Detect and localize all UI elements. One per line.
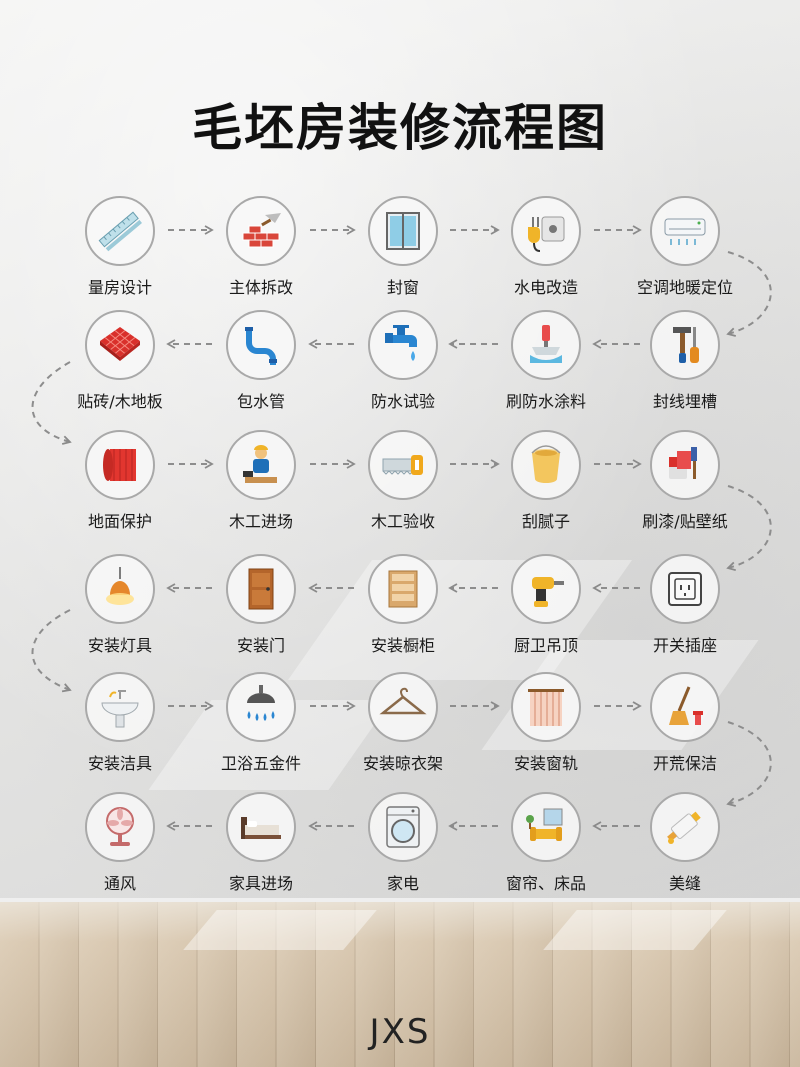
cabinet-icon — [388, 570, 418, 608]
step-label: 木工进场 — [228, 512, 293, 531]
skirting-line — [0, 898, 800, 902]
step-water-test: 防水试验 — [333, 310, 473, 412]
step-label: 地面保护 — [87, 512, 152, 531]
pendant-lamp-icon — [106, 567, 134, 605]
step-cabinet: 安装橱柜 — [333, 554, 473, 656]
step-label: 家电 — [386, 874, 419, 893]
step-measure-design: 量房设计 — [50, 196, 190, 298]
curtain-icon — [528, 689, 564, 726]
floor-roll-icon — [103, 449, 136, 481]
window-icon — [386, 212, 420, 250]
step-label: 刷防水涂料 — [505, 392, 586, 411]
step-plumbing-electric: 水电改造 — [476, 196, 616, 298]
step-pipe-wrap: 包水管 — [191, 310, 331, 412]
step-curtain-bedding: 窗帘、床品 — [476, 792, 616, 894]
washing-machine-icon — [386, 806, 420, 848]
water-pipe-icon — [245, 327, 277, 365]
step-appliances: 家电 — [333, 792, 473, 894]
faucet-icon — [385, 325, 417, 361]
step-ac-heating: 空调地暖定位 — [615, 196, 755, 298]
arrow-curve-left — [31, 609, 72, 693]
carpenter-icon — [243, 445, 277, 483]
step-ventilation: 通风 — [50, 792, 190, 894]
brand-logo: JXS — [369, 1012, 431, 1052]
step-label: 卫浴五金件 — [220, 754, 301, 773]
step-label: 水电改造 — [513, 278, 578, 297]
step-wire-groove: 封线埋槽 — [615, 310, 755, 412]
step-door: 安装门 — [191, 554, 331, 656]
step-label: 量房设计 — [87, 278, 152, 297]
step-label: 安装洁具 — [87, 754, 152, 773]
step-label: 安装灯具 — [87, 636, 152, 655]
step-paint-wallpaper: 刷漆/贴壁纸 — [615, 430, 755, 532]
step-label: 厨卫吊顶 — [513, 636, 578, 655]
step-label: 空调地暖定位 — [636, 278, 733, 297]
step-label: 窗帘、床品 — [505, 874, 586, 893]
step-lighting: 安装灯具 — [50, 554, 190, 656]
broom-icon — [669, 686, 703, 725]
bed-icon — [241, 817, 281, 839]
step-floor-protect: 地面保护 — [50, 430, 190, 532]
step-label: 主体拆改 — [228, 278, 293, 297]
bricks-trowel-icon — [242, 213, 281, 248]
power-plug-icon — [528, 216, 565, 252]
wooden-floor — [0, 900, 800, 1067]
step-demolition: 主体拆改 — [191, 196, 331, 298]
step-label: 木工验收 — [370, 512, 435, 531]
step-carpentry-start: 木工进场 — [191, 430, 331, 532]
putty-bucket-icon — [531, 445, 561, 483]
step-label: 防水试验 — [370, 392, 435, 411]
step-furniture: 家具进场 — [191, 792, 331, 894]
flow-connectors — [31, 225, 772, 831]
step-switch-socket: 开关插座 — [615, 554, 755, 656]
step-label: 安装橱柜 — [370, 636, 435, 655]
electric-fan-icon — [106, 807, 134, 846]
step-label: 刷漆/贴壁纸 — [642, 512, 728, 531]
step-curtain-rail: 安装窗轨 — [476, 672, 616, 774]
step-grout: 美缝 — [615, 792, 755, 894]
step-label: 封线埋槽 — [652, 392, 717, 411]
sofa-room-icon — [526, 808, 563, 841]
sink-icon — [101, 690, 139, 728]
step-label: 安装窗轨 — [513, 754, 578, 773]
step-bath-hardware: 卫浴五金件 — [191, 672, 331, 774]
step-clothes-rack: 安装晾衣架 — [333, 672, 473, 774]
step-putty: 刮腻子 — [476, 430, 616, 532]
arrow-curve-left — [31, 361, 72, 445]
step-label: 封窗 — [386, 278, 419, 297]
shower-head-icon — [247, 685, 275, 721]
tiles-icon — [100, 327, 140, 361]
air-conditioner-icon — [664, 218, 706, 245]
socket-icon — [668, 572, 702, 606]
ruler-icon — [98, 211, 142, 252]
paint-scraper-icon — [530, 325, 562, 363]
step-carpentry-check: 木工验收 — [333, 430, 473, 532]
step-label: 包水管 — [236, 392, 285, 411]
step-label: 开关插座 — [652, 636, 717, 655]
drill-icon — [532, 577, 564, 607]
paint-roller-icon — [669, 447, 697, 479]
step-sanitary: 安装洁具 — [50, 672, 190, 774]
saw-icon — [382, 455, 423, 475]
glue-tube-icon — [667, 811, 701, 844]
hammer-screwdriver-icon — [673, 327, 699, 363]
step-kitchen-ceiling: 厨卫吊顶 — [476, 554, 616, 656]
step-waterproof-coat: 刷防水涂料 — [476, 310, 616, 412]
page-title: 毛坯房装修流程图 — [192, 99, 608, 157]
step-label: 通风 — [103, 874, 136, 893]
step-window-seal: 封窗 — [333, 196, 473, 298]
step-tile-floor: 贴砖/木地板 — [50, 310, 190, 412]
step-label: 开荒保洁 — [652, 754, 717, 773]
step-cleaning: 开荒保洁 — [615, 672, 755, 774]
step-label: 贴砖/木地板 — [77, 392, 163, 411]
step-label: 安装门 — [236, 636, 285, 655]
door-icon — [248, 568, 274, 610]
step-label: 家具进场 — [228, 874, 293, 893]
step-label: 刮腻子 — [521, 512, 570, 531]
hanger-icon — [379, 687, 427, 715]
step-label: 美缝 — [668, 874, 701, 893]
step-label: 安装晾衣架 — [362, 754, 443, 773]
